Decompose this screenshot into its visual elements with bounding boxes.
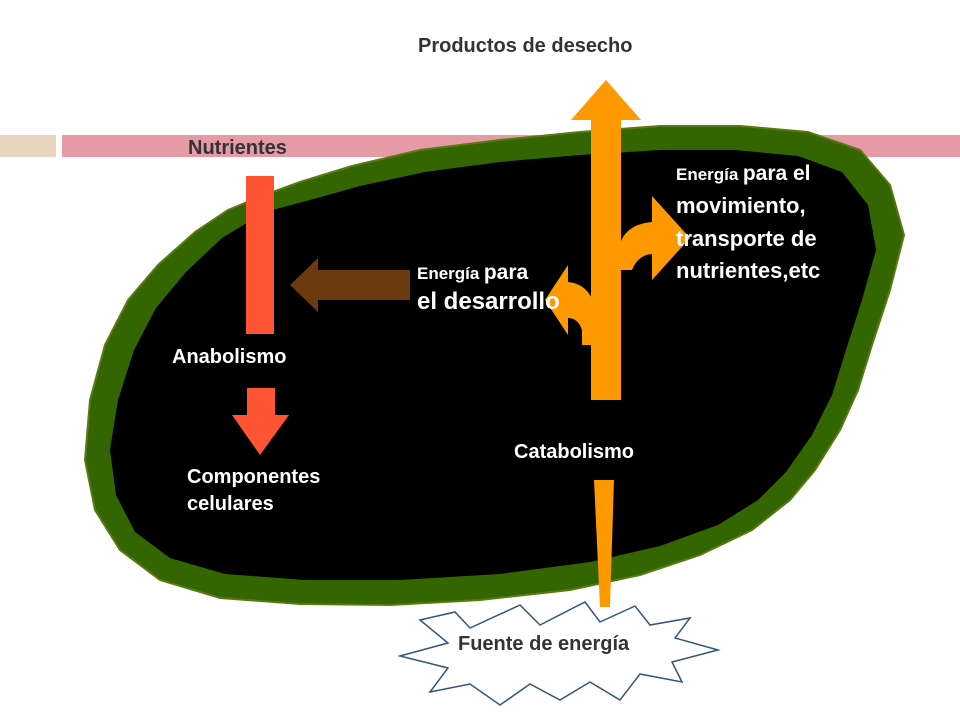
cell-components-label-line1: Componentes xyxy=(187,466,321,488)
cell-components-label-line2: celulares xyxy=(187,493,274,515)
anabolic-arrow-shaft xyxy=(246,176,274,334)
catabolic-arrow-lower xyxy=(594,480,614,607)
energy-source-burst xyxy=(397,601,721,706)
movement-energy-para: para el xyxy=(742,162,811,185)
development-energy-para: para xyxy=(483,261,529,284)
catabolism-label: Catabolismo xyxy=(514,441,635,463)
development-energy-word: Energía xyxy=(417,264,480,283)
anabolism-label: Anabolismo xyxy=(172,346,287,368)
cytoplasm xyxy=(110,150,876,580)
development-energy-label-line2: el desarrollo xyxy=(417,288,560,315)
movement-energy-label-line3: transporte de xyxy=(676,226,817,251)
movement-energy-label-line2: movimiento, xyxy=(676,193,806,218)
movement-energy-label-line1: Energía para el xyxy=(676,161,811,186)
movement-energy-arrow xyxy=(618,196,690,280)
accent-bar-beige xyxy=(0,135,56,157)
energy-transfer-arrow xyxy=(290,258,410,312)
development-energy-arrow xyxy=(545,265,596,345)
catabolic-arrow-main xyxy=(571,80,641,400)
movement-energy-label-line4: nutrientes,etc xyxy=(676,258,821,283)
nutrients-label: Nutrientes xyxy=(188,137,287,159)
anabolic-arrow-head xyxy=(232,388,289,455)
energy-source-label: Fuente de energía xyxy=(458,633,630,655)
waste-products-label: Productos de desecho xyxy=(418,35,633,57)
development-energy-label-line1: Energía para xyxy=(417,260,528,285)
movement-energy-word: Energía xyxy=(676,165,739,184)
